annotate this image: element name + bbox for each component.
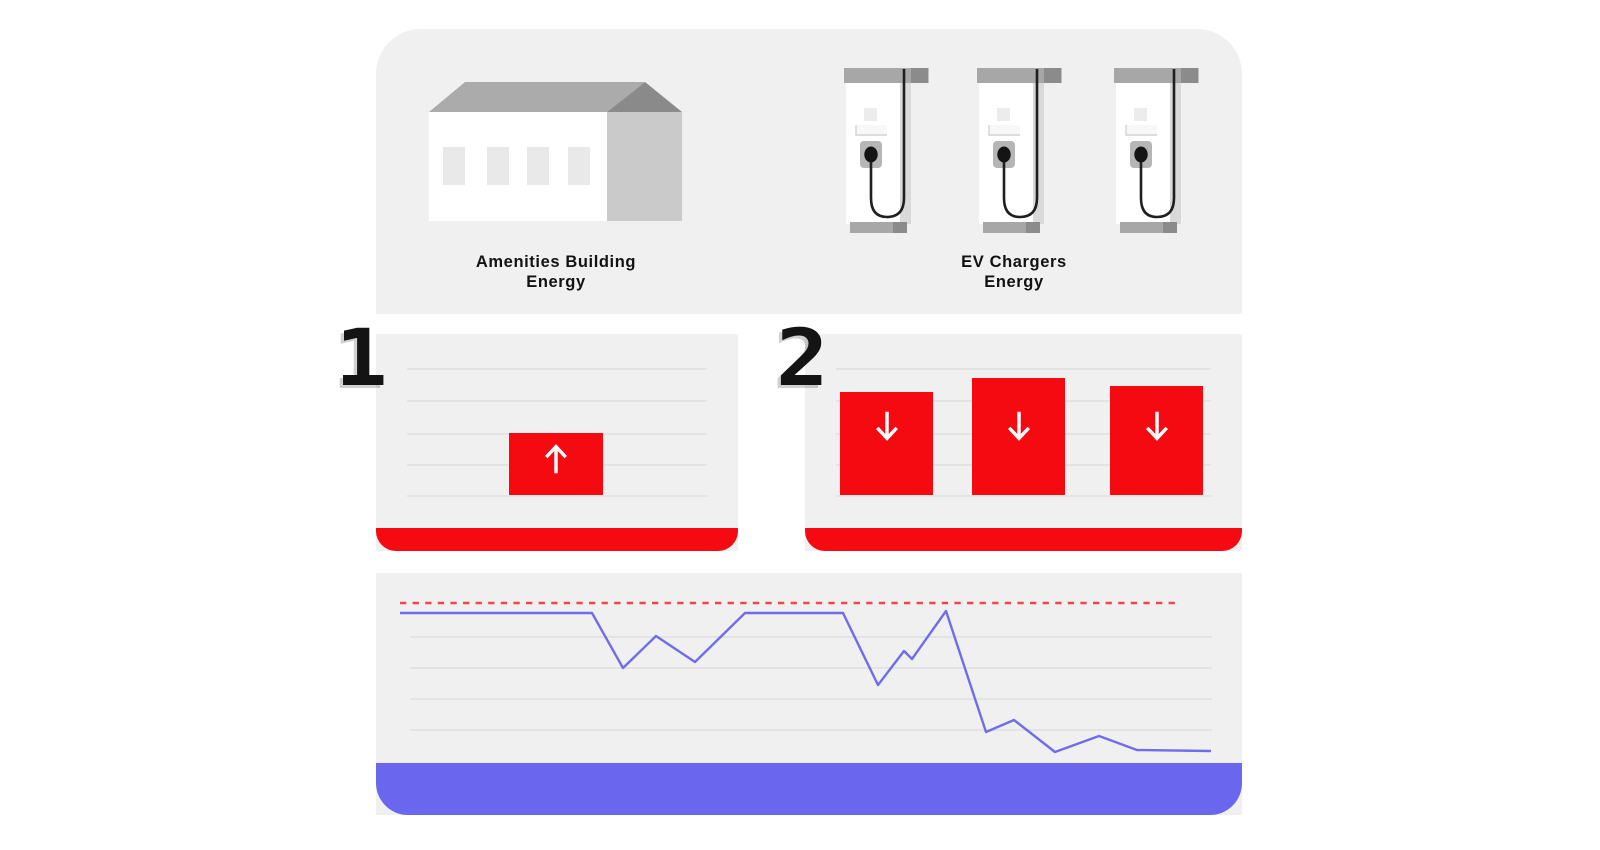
panel-gridline [407, 495, 707, 497]
step-1-chart-area [376, 334, 738, 528]
panel-gridline [407, 400, 707, 402]
chart-panel [376, 573, 1242, 815]
ev-charger-illustration [844, 68, 934, 238]
step-2-footer-bar [805, 528, 1242, 551]
energy-line-chart [400, 601, 1212, 754]
chart-baseline-bar [376, 763, 1242, 815]
decrease-bar [1110, 386, 1203, 495]
amenities-building-illustration [429, 80, 682, 221]
panel-gridline [836, 495, 1211, 497]
building-caption-line1: Amenities Building [475, 253, 637, 271]
step-2-chart-area [805, 334, 1242, 528]
arrow-down-icon [1142, 408, 1172, 444]
step-1-number: 1 [335, 314, 388, 404]
panel-gridline [407, 368, 707, 370]
step-2-panel: 2 [776, 314, 1242, 551]
step-1-footer-bar [376, 528, 738, 551]
arrow-down-icon [872, 408, 902, 444]
step-1-panel: 1 [335, 314, 738, 551]
decrease-bar [840, 392, 933, 495]
energy-usage-line [400, 609, 1212, 754]
arrow-up-icon [541, 441, 571, 477]
chargers-caption-line1: EV Chargers [961, 253, 1067, 271]
step-2-number: 2 [776, 314, 829, 404]
arrow-down-icon [1004, 408, 1034, 444]
chargers-caption-line2: Energy [984, 272, 1044, 291]
panel-gridline [836, 368, 1211, 370]
ev-charger-illustration [977, 68, 1067, 238]
hero-panel: Amenities Building Energy EV Chargers En… [376, 29, 1242, 314]
building-caption-line2: Energy [526, 272, 586, 291]
ev-charger-illustration [1114, 68, 1204, 238]
chargers-caption: EV Chargers Energy [874, 253, 1154, 292]
building-caption: Amenities Building Energy [416, 253, 696, 292]
